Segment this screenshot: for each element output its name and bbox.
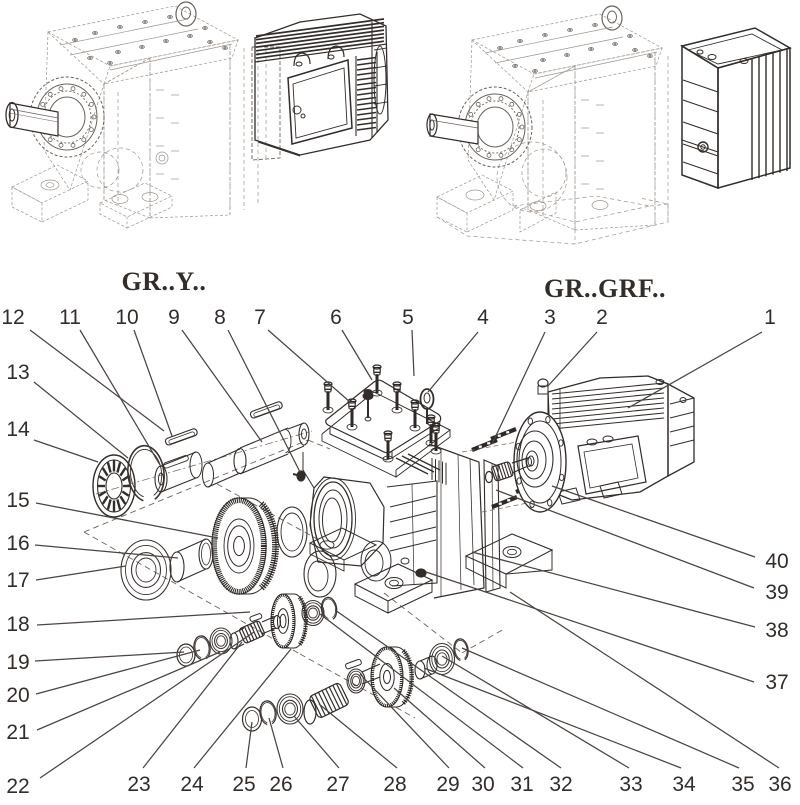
svg-text:22: 22 (6, 775, 29, 798)
svg-text:2: 2 (596, 306, 608, 329)
svg-text:6: 6 (330, 306, 342, 329)
svg-text:13: 13 (6, 361, 29, 384)
svg-text:5: 5 (402, 306, 414, 329)
svg-text:39: 39 (765, 581, 788, 604)
svg-text:28: 28 (383, 773, 406, 796)
svg-text:32: 32 (549, 773, 572, 796)
svg-text:30: 30 (471, 773, 494, 796)
svg-text:36: 36 (768, 773, 791, 796)
svg-text:20: 20 (6, 684, 29, 707)
svg-text:16: 16 (6, 532, 29, 555)
svg-text:31: 31 (510, 773, 533, 796)
svg-text:40: 40 (765, 550, 788, 573)
svg-text:8: 8 (214, 306, 226, 329)
svg-text:35: 35 (731, 773, 754, 796)
svg-text:12: 12 (1, 306, 24, 329)
svg-text:19: 19 (6, 651, 29, 674)
svg-text:33: 33 (619, 773, 642, 796)
svg-text:27: 27 (326, 773, 349, 796)
svg-text:7: 7 (254, 306, 266, 329)
svg-text:1: 1 (764, 306, 776, 329)
svg-text:10: 10 (115, 306, 138, 329)
svg-text:23: 23 (127, 773, 150, 796)
svg-text:15: 15 (6, 489, 29, 512)
svg-text:37: 37 (765, 671, 788, 694)
svg-text:17: 17 (6, 569, 29, 592)
svg-text:21: 21 (6, 721, 29, 744)
svg-text:18: 18 (6, 613, 29, 636)
svg-text:38: 38 (765, 619, 788, 642)
svg-text:11: 11 (59, 306, 81, 329)
svg-text:25: 25 (232, 773, 255, 796)
svg-text:14: 14 (6, 418, 30, 441)
svg-text:9: 9 (168, 306, 180, 329)
svg-text:GR..Y..: GR..Y.. (122, 267, 207, 296)
svg-text:4: 4 (477, 306, 489, 329)
svg-text:24: 24 (180, 773, 204, 796)
svg-text:3: 3 (544, 306, 556, 329)
svg-text:34: 34 (672, 773, 696, 796)
svg-text:26: 26 (269, 773, 292, 796)
svg-text:GR..GRF..: GR..GRF.. (544, 274, 666, 303)
svg-text:29: 29 (436, 773, 459, 796)
